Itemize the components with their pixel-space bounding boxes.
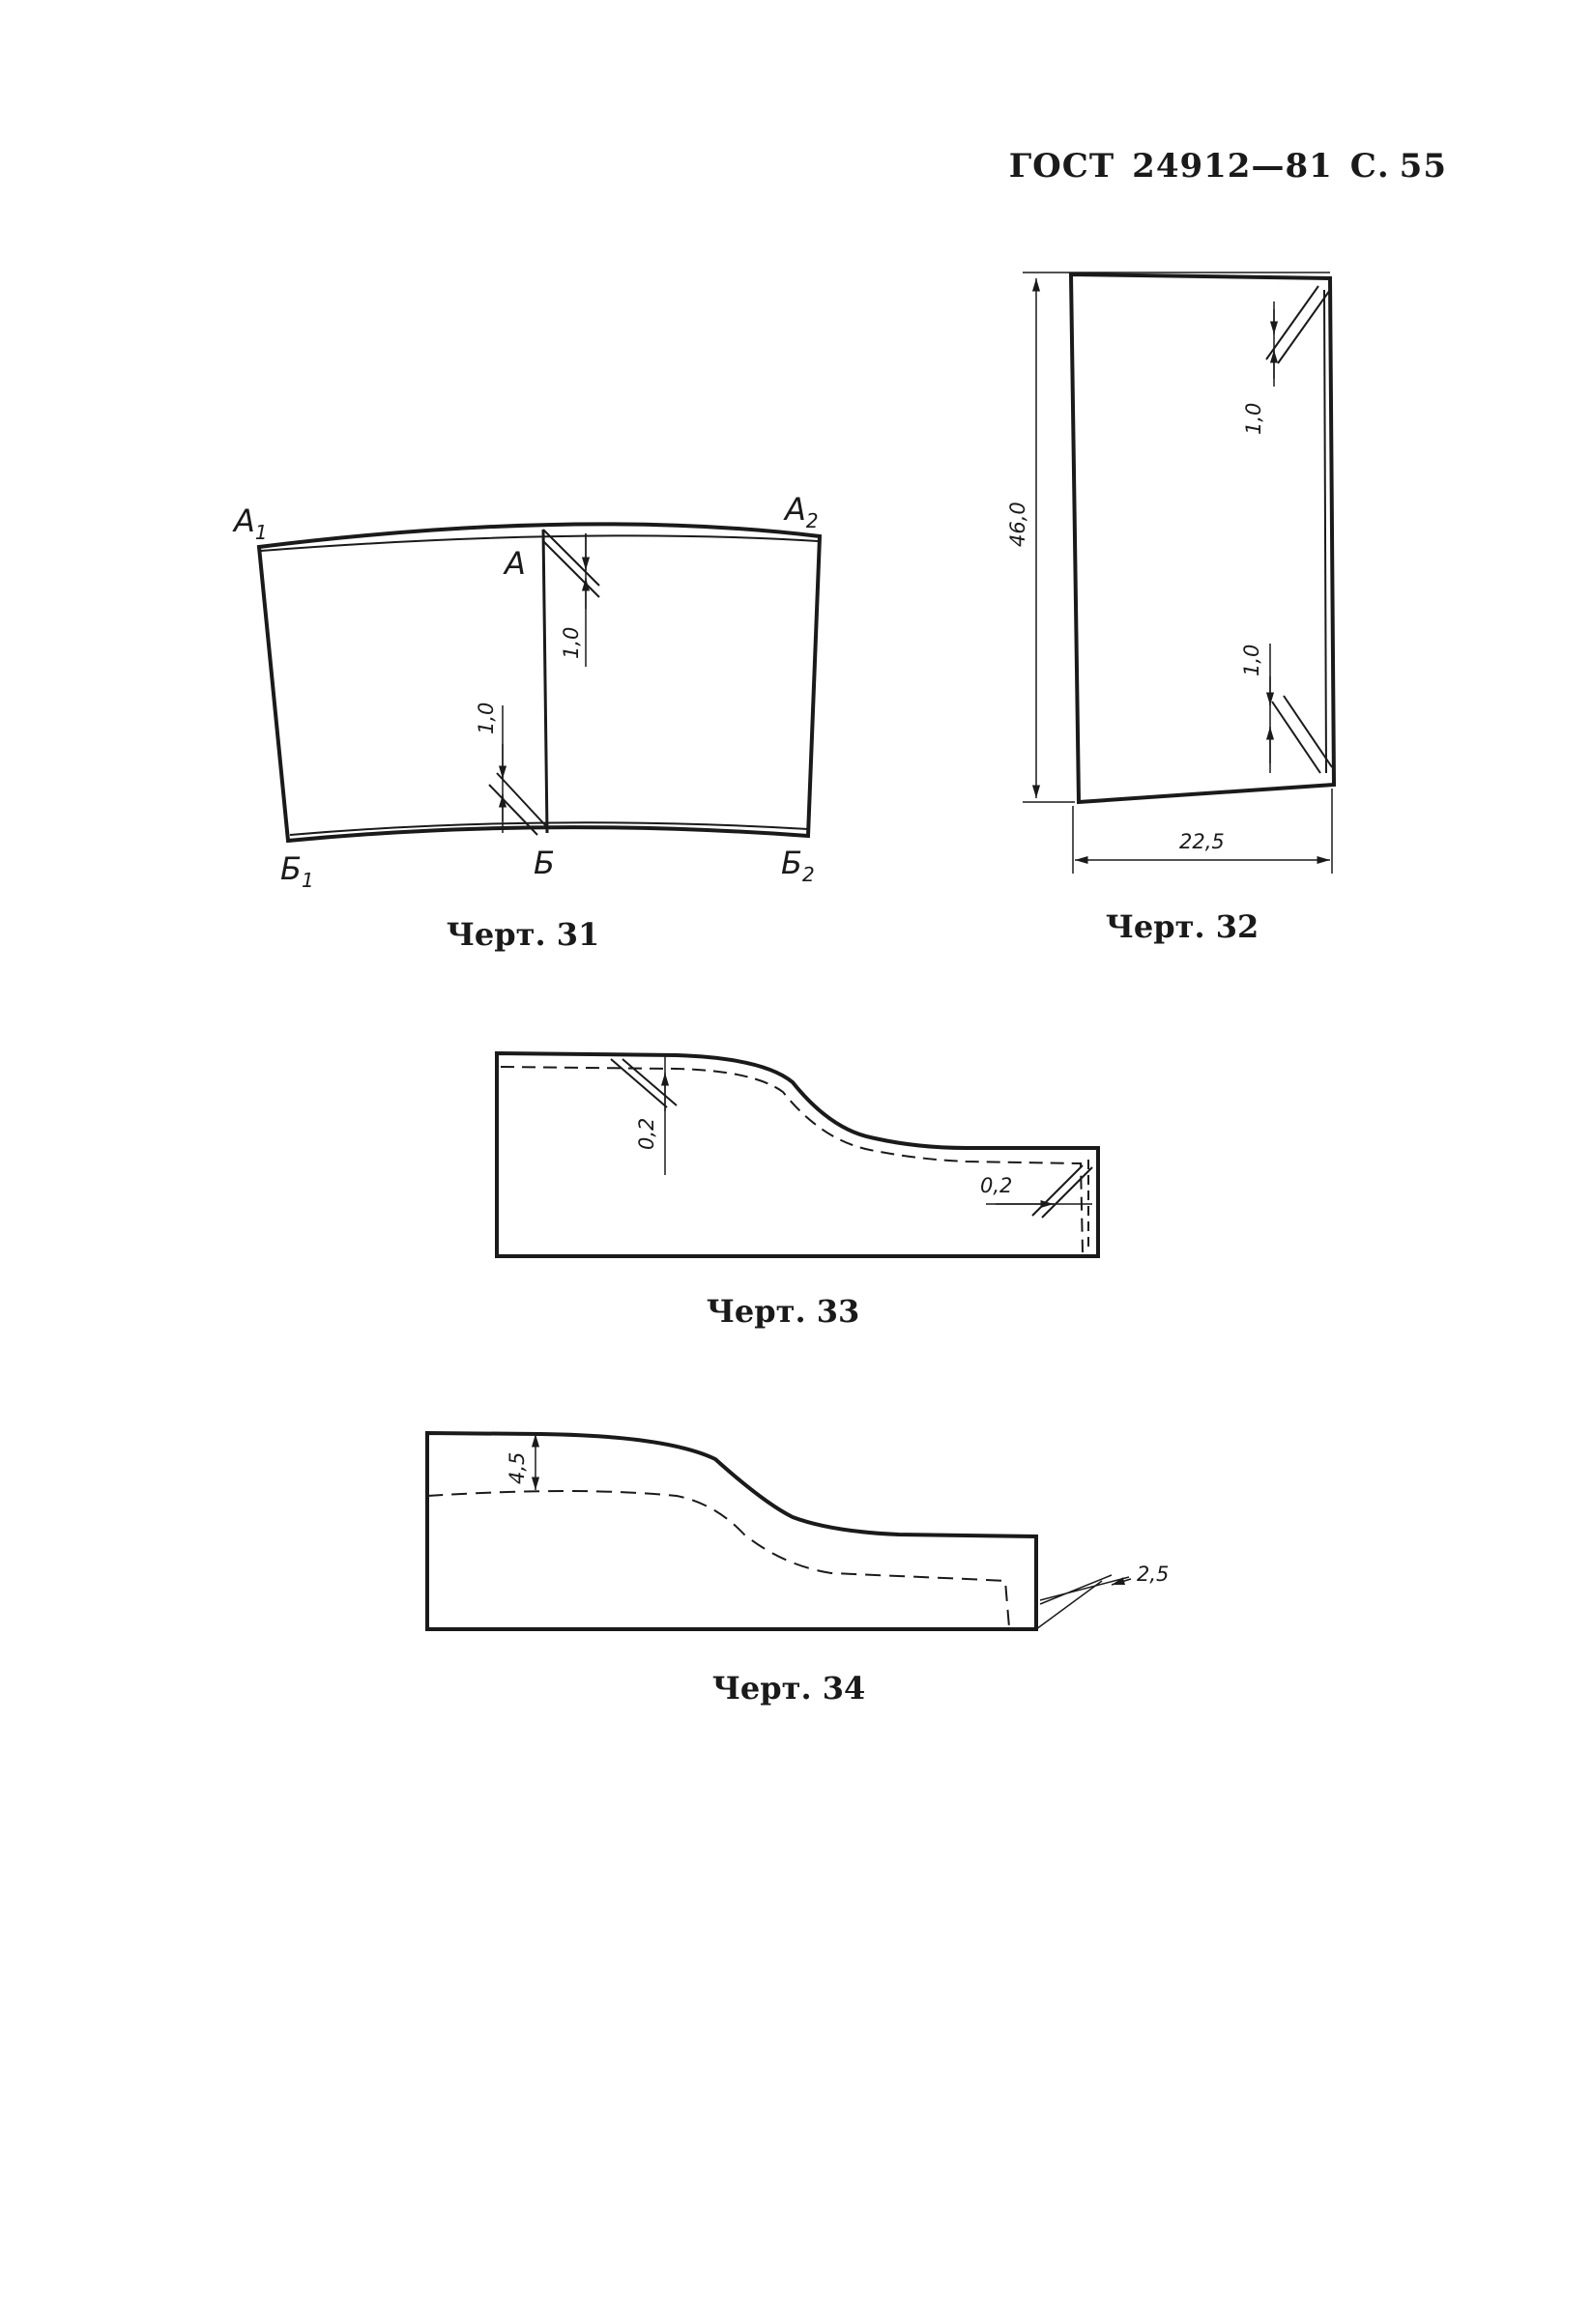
page-number: 55 [1399, 147, 1447, 186]
svg-text:Б1: Б1 [280, 850, 314, 892]
fig31-hatch-a2 [542, 529, 600, 587]
fig32-hatch-bot1 [1271, 701, 1321, 774]
fig34-outline [425, 1430, 1038, 1631]
fig32-dim-height-value: 46,0 [1006, 502, 1029, 547]
fig34-dim-right-arr [1111, 1577, 1132, 1586]
caption-fig-33: Черт. 33 [706, 1293, 860, 1330]
fig33-hatch4 [1041, 1166, 1093, 1219]
fig34-leader1 [1035, 1580, 1103, 1630]
fig34-dim-right-value: 2,5 [1137, 1563, 1169, 1586]
figure-31 [256, 522, 823, 844]
fig32-dim-top-value: 1,0 [1242, 403, 1265, 435]
fig32-hatch-top2 [1277, 289, 1331, 364]
fig31-inner-bottom-line [289, 821, 809, 836]
fig32-dim-width-value: 22,5 [1179, 830, 1225, 853]
label-b1-sub: 1 [302, 869, 314, 892]
fig33-dim1-value: 0,2 [635, 1118, 658, 1150]
fig34-dim-right [1039, 1576, 1130, 1601]
fig31-center-line [541, 529, 549, 834]
caption-fig-34: Черт. 34 [711, 1670, 866, 1707]
svg-text:А2: А2 [783, 491, 819, 532]
label-a1: А [232, 502, 255, 539]
figure-32 [1023, 272, 1337, 874]
fig34-dim-top-value: 4,5 [506, 1452, 529, 1484]
standard-label: ГОСТ [1008, 147, 1115, 186]
fig32-hatch-top1 [1265, 285, 1319, 360]
figure-33 [495, 1050, 1100, 1258]
label-b2: Б [781, 845, 802, 881]
label-a: А [503, 545, 526, 582]
fig33-hatch1 [610, 1058, 668, 1108]
page-header: ГОСТ 24912—81 С.55 [1009, 147, 1447, 186]
fig33-hatch3 [1031, 1164, 1084, 1217]
fig32-hatch-bot2 [1283, 695, 1333, 768]
fig31-hatch-a1 [542, 540, 600, 598]
fig32-outline [1068, 272, 1337, 805]
fig33-dim2-value: 0,2 [980, 1174, 1012, 1197]
caption-fig-32: Черт. 32 [1105, 908, 1259, 945]
fig31-inner-top-line [260, 534, 819, 552]
fig31-hatch-b2 [488, 784, 538, 836]
fig32-labels: 46,0 1,0 1,0 22,5 [1006, 403, 1265, 853]
label-a1-sub: 1 [255, 521, 268, 544]
fig31-dim-a-value: 1,0 [560, 627, 583, 659]
fig33-inner-dashed [500, 1066, 1084, 1253]
fig32-dim-bottom-value: 1,0 [1240, 645, 1263, 676]
label-b1: Б [280, 850, 302, 887]
fig31-dim-b-value: 1,0 [475, 703, 498, 734]
label-a2: А [783, 491, 806, 528]
caption-fig-31: Черт. 31 [446, 916, 600, 953]
page-label: С. [1349, 147, 1390, 186]
fig34-labels: 4,5 2,5 [506, 1452, 1169, 1586]
fig33-outline [495, 1050, 1100, 1258]
svg-text:А1: А1 [232, 502, 268, 544]
label-a2-sub: 2 [806, 509, 819, 532]
standard-number: 24912—81 [1132, 147, 1333, 186]
fig33-hatch2 [622, 1058, 678, 1106]
svg-text:Б2: Б2 [781, 845, 815, 886]
fig31-outline [256, 522, 823, 844]
figure-34 [425, 1430, 1132, 1631]
fig31-hatch-b1 [496, 772, 548, 828]
fig34-inner-dashed [426, 1490, 1010, 1628]
fig32-right-edge-inner [1323, 289, 1327, 774]
label-b: Б [534, 845, 555, 881]
fig31-labels: А1 А2 А Б1 Б Б2 1,0 1,0 [232, 491, 819, 892]
fig33-labels: 0,2 0,2 [635, 1118, 1012, 1197]
fig34-leader2 [1039, 1574, 1113, 1605]
label-b2-sub: 2 [802, 863, 815, 886]
